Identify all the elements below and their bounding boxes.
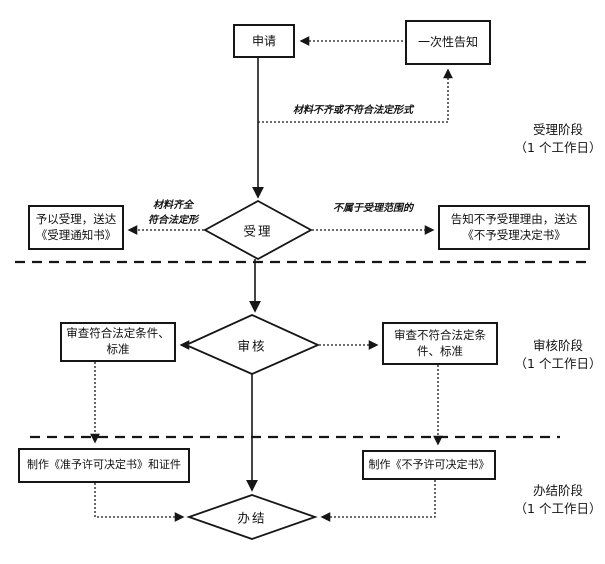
node-make-denial: 制作《不予许可决定书》 [362, 450, 496, 480]
connector-incomplete-feedback [258, 68, 453, 123]
edge-label-materials-complete-line1: 材料齐全 [153, 200, 193, 211]
stage-finish-duration: （1 个工作日） [514, 501, 602, 517]
stage-review-duration: （1 个工作日） [514, 356, 602, 372]
stage-review-name: 审核阶段 [532, 338, 583, 353]
stage-finish-name: 办结阶段 [532, 483, 583, 498]
node-one-time-notice: 一次性告知 [405, 20, 491, 65]
node-grant-accept: 予以受理，送达《受理通知书》 [28, 205, 124, 250]
stage-accept-name: 受理阶段 [532, 122, 583, 137]
stage-label-finish: 办结阶段 （1 个工作日） [512, 482, 604, 518]
edge-label-materials-complete-line2: 符合法定形 [148, 215, 198, 226]
edge-label-not-in-scope: 不属于受理范围的 [333, 203, 413, 214]
decision-review-label: 审核 [237, 338, 267, 354]
stage-accept-duration: （1 个工作日） [514, 140, 602, 156]
stage-label-review: 审核阶段 （1 个工作日） [512, 337, 604, 373]
node-review-pass: 审查符合法定条件、标准 [60, 322, 176, 362]
decision-review [183, 314, 321, 375]
edge-label-materials-complete: 材料齐全 符合法定形 [136, 196, 210, 226]
edge-label-materials-incomplete: 材料不齐或不符合法定形式 [293, 105, 413, 116]
node-reject-accept: 告知不予受理理由，送达《不予受理决定书》 [438, 205, 590, 250]
node-apply: 申请 [233, 24, 295, 58]
decision-finish-label: 办结 [237, 510, 267, 526]
decision-accept-label: 受理 [243, 223, 273, 239]
connector-permit-to-finish [94, 483, 185, 522]
stage-label-accept: 受理阶段 （1 个工作日） [512, 121, 604, 157]
node-review-fail: 审查不符合法定条件、标准 [382, 322, 498, 365]
connector-denial-to-finish [320, 480, 436, 522]
node-make-permit: 制作《准予许可决定书》和证件 [18, 448, 190, 483]
decision-finish [186, 494, 318, 540]
decision-accept [203, 199, 313, 261]
